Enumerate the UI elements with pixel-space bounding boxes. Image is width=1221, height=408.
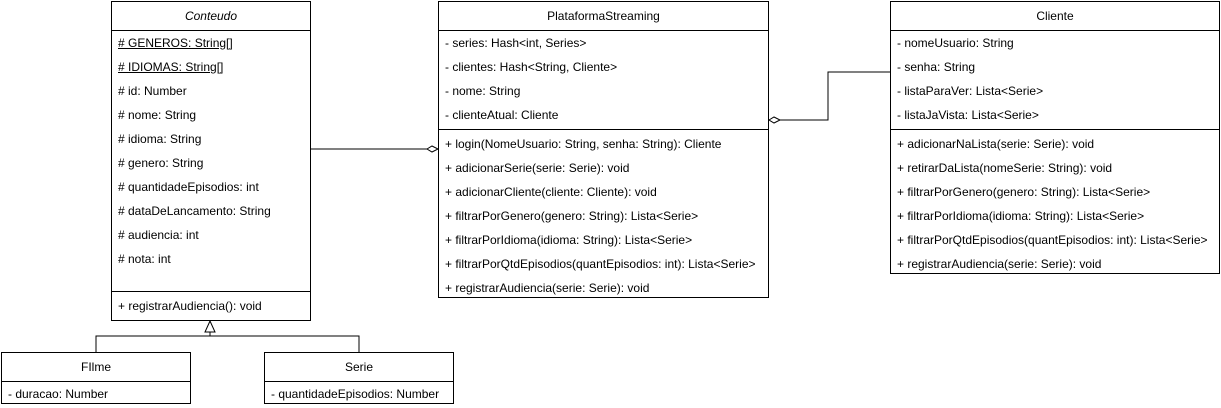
aggregation-cliente-plataforma — [780, 71, 890, 121]
method: + filtrarPorIdioma(idioma: String): List… — [445, 233, 693, 247]
aggregation-diamond-right — [768, 116, 782, 124]
attributes-section: # GENEROS: String[] # IDIOMAS: String[] … — [112, 31, 310, 292]
class-title: Cliente — [891, 2, 1219, 31]
method: + filtrarPorIdioma(idioma: String): List… — [897, 209, 1145, 223]
attribute: - listaParaVer: Lista<Serie> — [897, 84, 1044, 98]
method: + adicionarSerie(serie: Serie): void — [445, 161, 630, 175]
class-title: FIlme — [2, 353, 190, 382]
attributes-section: - quantidadeEpisodios: Number — [265, 382, 453, 406]
class-plataforma-streaming[interactable]: PlataformaStreaming - series: Hash<int, … — [438, 1, 769, 298]
method: + adicionarNaLista(serie: Serie): void — [897, 137, 1095, 151]
method: + adicionarCliente(cliente: Cliente): vo… — [445, 185, 657, 199]
methods-section: + registrarAudiencia(): void — [112, 292, 310, 318]
class-conteudo[interactable]: Conteudo # GENEROS: String[] # IDIOMAS: … — [111, 1, 311, 321]
attribute: # genero: String — [118, 156, 204, 170]
attribute: - clienteAtual: Cliente — [445, 108, 559, 122]
class-title: Serie — [265, 353, 453, 382]
generalization-serie — [210, 335, 360, 352]
attribute: # IDIOMAS: String[] — [118, 60, 224, 74]
method: + filtrarPorQtdEpisodios(quantEpisodios:… — [897, 233, 1208, 247]
method: + registrarAudiencia(): void — [118, 299, 262, 313]
class-title: Conteudo — [112, 2, 310, 31]
attribute: # idioma: String — [118, 132, 202, 146]
class-filme[interactable]: FIlme - duracao: Number — [1, 352, 191, 404]
class-cliente[interactable]: Cliente - nomeUsuario: String - senha: S… — [890, 1, 1220, 274]
class-serie[interactable]: Serie - quantidadeEpisodios: Number — [264, 352, 454, 404]
methods-section: + login(NomeUsuario: String, senha: Stri… — [439, 130, 768, 300]
attribute: - quantidadeEpisodios: Number — [271, 387, 440, 401]
attribute: # id: Number — [118, 84, 187, 98]
attribute: - duracao: Number — [8, 387, 109, 401]
attribute: # audiencia: int — [118, 228, 199, 242]
class-title: PlataformaStreaming — [439, 2, 768, 31]
method: + registrarAudiencia(serie: Serie): void — [897, 257, 1102, 271]
method: + filtrarPorQtdEpisodios(quantEpisodios:… — [445, 257, 756, 271]
attributes-section: - duracao: Number — [2, 382, 190, 406]
attribute: - listaJaVista: Lista<Serie> — [897, 108, 1039, 122]
generalization-triangle — [204, 319, 216, 333]
generalization-filme — [95, 335, 210, 352]
attribute: - series: Hash<int, Series> — [445, 36, 587, 50]
attribute: # nota: int — [118, 252, 171, 266]
method: + filtrarPorGenero(genero: String): List… — [897, 185, 1151, 199]
attribute: # dataDeLancamento: String — [118, 204, 271, 218]
attribute: - nomeUsuario: String — [897, 36, 1014, 50]
method: + retirarDaLista(nomeSerie: String): voi… — [897, 161, 1113, 175]
attributes-section: - nomeUsuario: String - senha: String - … — [891, 31, 1219, 130]
aggregation-diamond-left — [426, 145, 440, 153]
attribute: # nome: String — [118, 108, 197, 122]
attribute: - clientes: Hash<String, Cliente> — [445, 60, 618, 74]
method: + login(NomeUsuario: String, senha: Stri… — [445, 137, 722, 151]
attribute: # quantidadeEpisodios: int — [118, 180, 259, 194]
attribute: - nome: String — [445, 84, 521, 98]
method: + filtrarPorGenero(genero: String): List… — [445, 209, 699, 223]
attributes-section: - series: Hash<int, Series> - clientes: … — [439, 31, 768, 130]
attribute: # GENEROS: String[] — [118, 36, 233, 50]
methods-section: + adicionarNaLista(serie: Serie): void +… — [891, 130, 1219, 276]
method: + registrarAudiencia(serie: Serie): void — [445, 281, 650, 295]
attribute: - senha: String — [897, 60, 976, 74]
